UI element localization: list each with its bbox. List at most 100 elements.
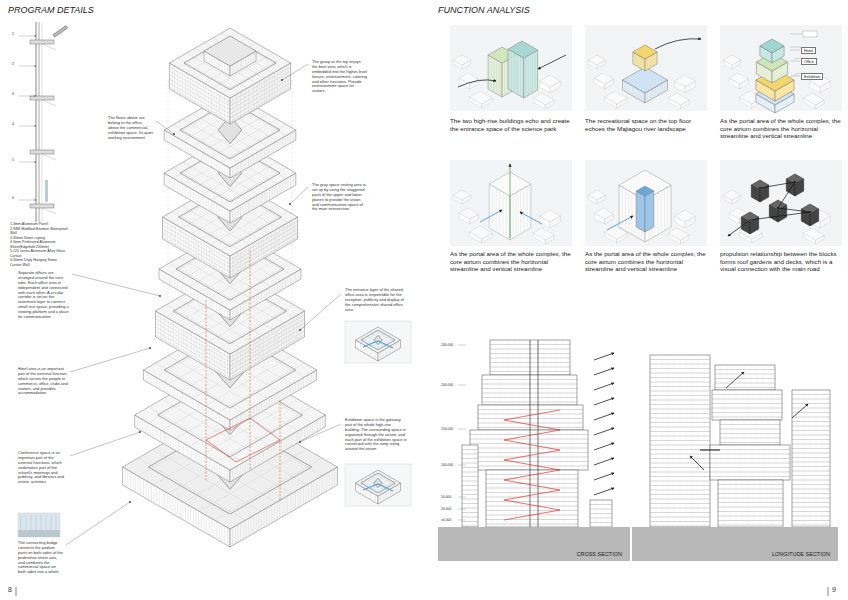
mullion — [287, 277, 288, 287]
mullion — [810, 390, 811, 527]
flow-arrow — [594, 473, 614, 480]
mullion — [632, 193, 633, 235]
floor-line — [462, 463, 478, 464]
mullion — [222, 466, 223, 478]
mullion — [168, 434, 169, 446]
mullion — [161, 381, 162, 391]
mullion — [172, 387, 173, 397]
mullion — [532, 53, 533, 93]
annotation-text: The group at the top enjoys the best vie… — [312, 60, 367, 94]
mullion — [172, 496, 173, 514]
mullion — [730, 480, 731, 527]
atrium-line — [206, 300, 207, 480]
mullion — [166, 175, 167, 187]
mullion — [627, 83, 628, 93]
volume-top — [459, 208, 478, 219]
mullion — [127, 470, 128, 488]
mullion — [182, 141, 183, 151]
mullion — [488, 430, 489, 470]
mullion — [274, 284, 275, 294]
mullion — [208, 156, 209, 166]
leader-dot — [289, 203, 291, 205]
mullion — [357, 484, 358, 492]
iso-volume — [633, 45, 657, 71]
mullion — [177, 280, 178, 290]
mullion — [266, 399, 267, 409]
floor-line — [590, 504, 612, 505]
mullion — [584, 430, 585, 470]
mullion — [148, 373, 149, 383]
mullion — [528, 470, 529, 527]
mullion — [224, 467, 225, 479]
mullion — [724, 480, 725, 527]
page-bar — [16, 587, 17, 596]
mullion — [146, 372, 147, 382]
mullion — [492, 186, 493, 230]
mullion — [222, 206, 223, 218]
mullion — [190, 145, 191, 155]
mullion — [235, 307, 236, 317]
mullion — [282, 138, 283, 148]
leader-line — [19, 200, 34, 201]
mullion — [159, 488, 160, 506]
section-volume — [792, 390, 830, 527]
mullion — [508, 405, 509, 430]
mullion — [174, 136, 175, 146]
floor-line — [482, 397, 577, 398]
mullion — [526, 57, 527, 97]
section-volume — [715, 365, 775, 390]
floor-line — [712, 394, 782, 395]
floor-line — [590, 518, 612, 519]
mullion — [295, 491, 296, 509]
mullion — [388, 347, 389, 355]
floor-line — [486, 479, 578, 480]
mullion — [163, 431, 164, 443]
leader-dot — [299, 329, 301, 331]
floor-line — [718, 511, 783, 512]
section-volume — [478, 405, 583, 430]
mullion — [198, 292, 199, 302]
mullion — [240, 464, 241, 476]
mullion — [261, 402, 262, 412]
mullion — [272, 286, 273, 296]
mullion — [506, 375, 507, 405]
mullion — [522, 470, 523, 527]
flow-arrow — [594, 458, 614, 465]
mullion — [482, 430, 483, 470]
floor-line — [482, 402, 577, 403]
mullion — [188, 396, 189, 406]
mullion — [206, 406, 207, 416]
mullion — [499, 190, 500, 234]
floor-line — [792, 502, 830, 503]
inset-view — [345, 464, 411, 506]
mullion — [180, 500, 181, 518]
connection-line — [778, 208, 810, 212]
mullion — [329, 472, 330, 490]
mullion — [204, 241, 205, 263]
volume-top — [751, 180, 768, 190]
flow-arrow — [594, 488, 614, 495]
mullion — [745, 365, 746, 390]
mullion — [662, 355, 663, 527]
elevation-mark: ±0.000 — [441, 518, 457, 522]
flow-arrow — [607, 216, 633, 230]
mullion — [499, 61, 500, 95]
plan-grid — [183, 119, 249, 157]
mullion — [222, 163, 223, 173]
mullion — [186, 445, 187, 457]
elevation-tick — [458, 385, 466, 386]
leader-dot — [34, 95, 35, 96]
mullion — [484, 405, 485, 430]
mullion — [280, 182, 281, 194]
mullion — [155, 427, 156, 439]
annotation-text: The gray space resting area is set up by… — [312, 183, 367, 212]
flow-arrow — [792, 404, 808, 418]
callout-number: 5 — [12, 158, 18, 162]
leader-dot — [34, 125, 35, 126]
core-plan — [374, 478, 382, 487]
mullion — [532, 405, 533, 430]
mullion — [245, 461, 246, 473]
mullion — [206, 457, 207, 469]
floor-line — [486, 501, 578, 502]
floor-line — [792, 498, 830, 499]
